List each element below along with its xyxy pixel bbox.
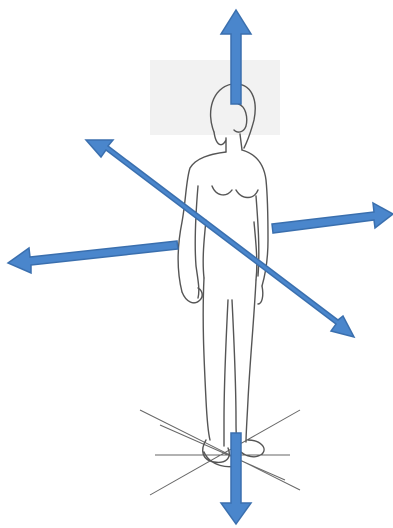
ground-line-4 (160, 425, 285, 480)
ground-line-1 (140, 410, 300, 490)
arrow-diagonal-icon (86, 140, 354, 337)
arrow-right-icon (272, 203, 393, 233)
neck (226, 134, 242, 152)
chest (212, 186, 258, 198)
standing-human-figure-icon (178, 84, 268, 467)
right-hand (258, 286, 263, 304)
arrow-left-icon (8, 241, 178, 273)
ground-lines (140, 410, 300, 495)
left-leg-inner (224, 300, 228, 446)
left-inner-arm (195, 186, 199, 298)
right-leg-outer (246, 280, 256, 442)
left-leg-outer (203, 278, 210, 440)
ground-line-2 (150, 410, 300, 495)
arrow-down-icon (221, 433, 251, 524)
right-leg-inner (232, 300, 238, 444)
